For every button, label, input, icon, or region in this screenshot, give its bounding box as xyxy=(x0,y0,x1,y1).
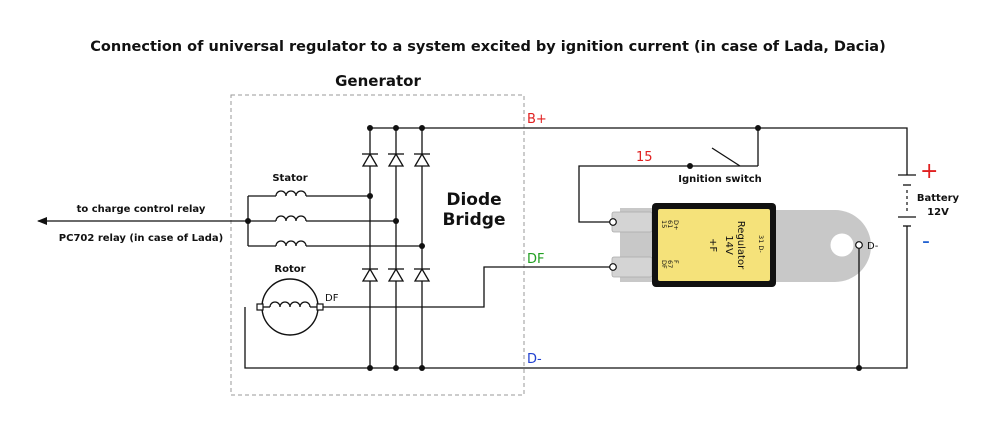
rotor-df-label: DF xyxy=(325,293,339,304)
battery-plus: + xyxy=(920,159,938,184)
diode-upper-1 xyxy=(361,152,379,167)
diode-bridge-label-2: Bridge xyxy=(442,210,505,230)
regulator-tab-df xyxy=(611,256,653,278)
b-plus-wire xyxy=(370,127,908,175)
generator-label: Generator xyxy=(335,72,421,90)
d-minus-label: D- xyxy=(527,352,542,367)
diode-upper-2 xyxy=(387,152,405,167)
regulator xyxy=(652,203,776,287)
rotor-label: Rotor xyxy=(274,264,305,275)
stator xyxy=(247,190,422,247)
regulator-pin-d-plus: D+ xyxy=(672,220,680,230)
regulator-pin-61: 61 xyxy=(666,220,674,228)
regulator-ground-terminal xyxy=(855,241,863,368)
battery-voltage: 12V xyxy=(927,207,949,218)
regulator-ground-label: D- xyxy=(867,241,879,252)
diode-upper-3 xyxy=(413,152,431,167)
regulator-pin-31d: 31 D- xyxy=(757,235,765,253)
b-plus-label: B+ xyxy=(527,112,547,127)
ignition-15-label: 15 xyxy=(636,150,653,165)
battery xyxy=(898,174,916,229)
regulator-tab-15 xyxy=(611,211,653,233)
df-label: DF xyxy=(527,252,545,267)
ignition-switch-label: Ignition switch xyxy=(678,174,762,185)
stator-label: Stator xyxy=(272,173,307,184)
d-minus-wire xyxy=(244,229,908,369)
left-label-1: to charge control relay xyxy=(77,204,206,215)
battery-label: Battery xyxy=(917,193,960,204)
regulator-pin-15: 15 xyxy=(660,220,668,228)
ignition-switch xyxy=(690,128,759,167)
diode-lower-3 xyxy=(413,267,431,282)
regulator-line2: 14V xyxy=(723,235,734,255)
battery-minus: - xyxy=(922,229,930,254)
rotor xyxy=(256,278,324,336)
diode-lower-1 xyxy=(361,267,379,282)
left-label-2: PC702 relay (in case of Lada) xyxy=(59,233,223,244)
regulator-line1: Regulator xyxy=(735,221,746,270)
regulator-line3: +F xyxy=(707,238,718,252)
diagram-title: Connection of universal regulator to a s… xyxy=(90,39,885,55)
regulator-pin-67: 67 xyxy=(666,260,674,268)
diode-lower-2 xyxy=(387,267,405,282)
junction-dots xyxy=(245,125,862,371)
diode-bridge-label-1: Diode xyxy=(446,190,501,210)
regulator-pin-df: DF xyxy=(660,260,668,269)
regulator-pin-f: F xyxy=(672,260,680,264)
generator-box xyxy=(230,94,525,396)
